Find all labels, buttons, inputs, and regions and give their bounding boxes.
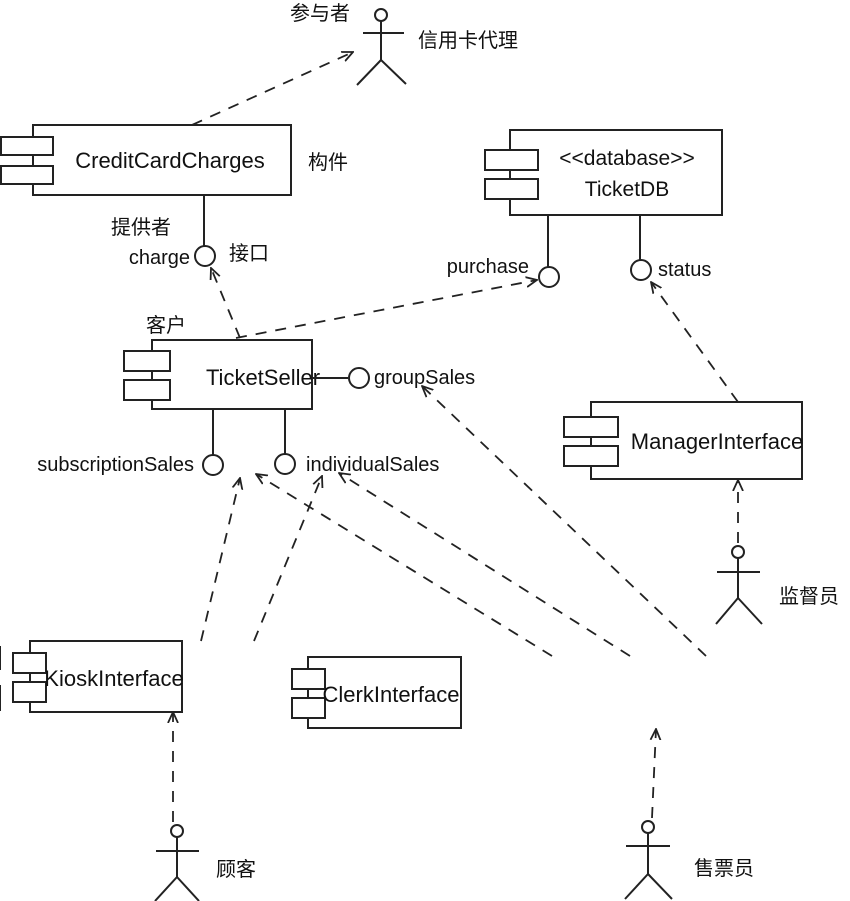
component-icon-tab [123,379,171,401]
component-kioskinterface[interactable]: KioskInterface [12,640,184,713]
component-stereotype: <<database>> [559,147,694,170]
component-icon-tab [291,697,326,719]
dependency-ticketseller-to-charge [211,268,241,339]
component-creditcardcharges[interactable]: CreditCardCharges [0,124,292,196]
component-icon-tab [0,136,54,156]
dependency-manager-to-status [651,282,739,403]
component-icon-tab [484,178,539,200]
interface-label-purchase: purchase [447,256,529,278]
dependency-clerk-to-subscription [256,474,553,657]
dependency-clerk-to-groupsales [422,386,707,657]
actor-supervisor[interactable]: 监督员 [715,545,839,625]
actor-label: 售票员 [694,856,754,880]
interface-subscriptionsales[interactable] [202,454,224,476]
dependency-clerk-to-individual [339,473,631,657]
component-icon-tab [563,445,619,467]
component-icon-tab [563,416,619,438]
component-icon-tab [12,681,47,703]
interface-label-status: status [658,259,711,281]
interface-charge[interactable] [194,245,216,267]
component-label: ClerkInterface [323,682,460,707]
component-ticketseller[interactable]: TicketSeller [123,339,320,410]
interface-purchase[interactable] [538,266,560,288]
actor-credit-card-agency[interactable]: 信用卡代理 [356,8,518,86]
actor-clerk[interactable]: 售票员 [624,820,754,900]
component-managerinterface[interactable]: ManagerInterface [563,401,803,480]
annotation-actor: 参与者 [290,1,350,25]
component-label: ManagerInterface [631,429,803,454]
actor-head [170,824,184,838]
actor-label: 监督员 [779,584,839,608]
actor-label: 顾客 [216,857,256,881]
actor-customer[interactable]: 顾客 [154,824,256,901]
component-label: TicketSeller [206,365,320,390]
actor-head [374,8,388,22]
annotation-client: 客户 [146,313,186,337]
dependency-ticketseller-to-purchase [235,280,537,339]
component-label: TicketDB [585,178,669,201]
interface-groupsales[interactable] [348,367,370,389]
dependency-creditcard-to-agent [191,52,353,126]
annotation-interface: 接口 [229,241,269,265]
interface-label-groupsales: groupSales [374,367,475,389]
interface-status[interactable] [630,259,652,281]
component-clerkinterface[interactable]: ClerkInterface [291,656,462,729]
component-label: KioskInterface [44,666,183,691]
component-label: CreditCardCharges [75,148,265,173]
dependency-kiosk-to-subscription [200,478,240,642]
component-icon-tab [123,350,171,372]
component-icon-tab [0,165,54,185]
actor-label: 信用卡代理 [418,28,518,52]
interface-label-individualsales: individualSales [306,454,439,476]
interface-label-subscriptionsales: subscriptionSales [37,454,194,476]
actor-head [731,545,745,559]
component-icon-tab [484,149,539,171]
actor-head [641,820,655,834]
interface-label-charge: charge [129,247,190,269]
dependency-kiosk-to-individual [253,476,322,642]
component-icon-tab [12,652,47,674]
dependency-clerk-actor-to-clerkinterface [652,729,656,819]
annotation-component: 构件 [308,150,348,174]
component-ticketdb[interactable]: <<database>> TicketDB [484,129,723,216]
component-icon-tab [291,668,326,690]
interface-individualsales[interactable] [274,453,296,475]
annotation-provider: 提供者 [111,215,171,239]
